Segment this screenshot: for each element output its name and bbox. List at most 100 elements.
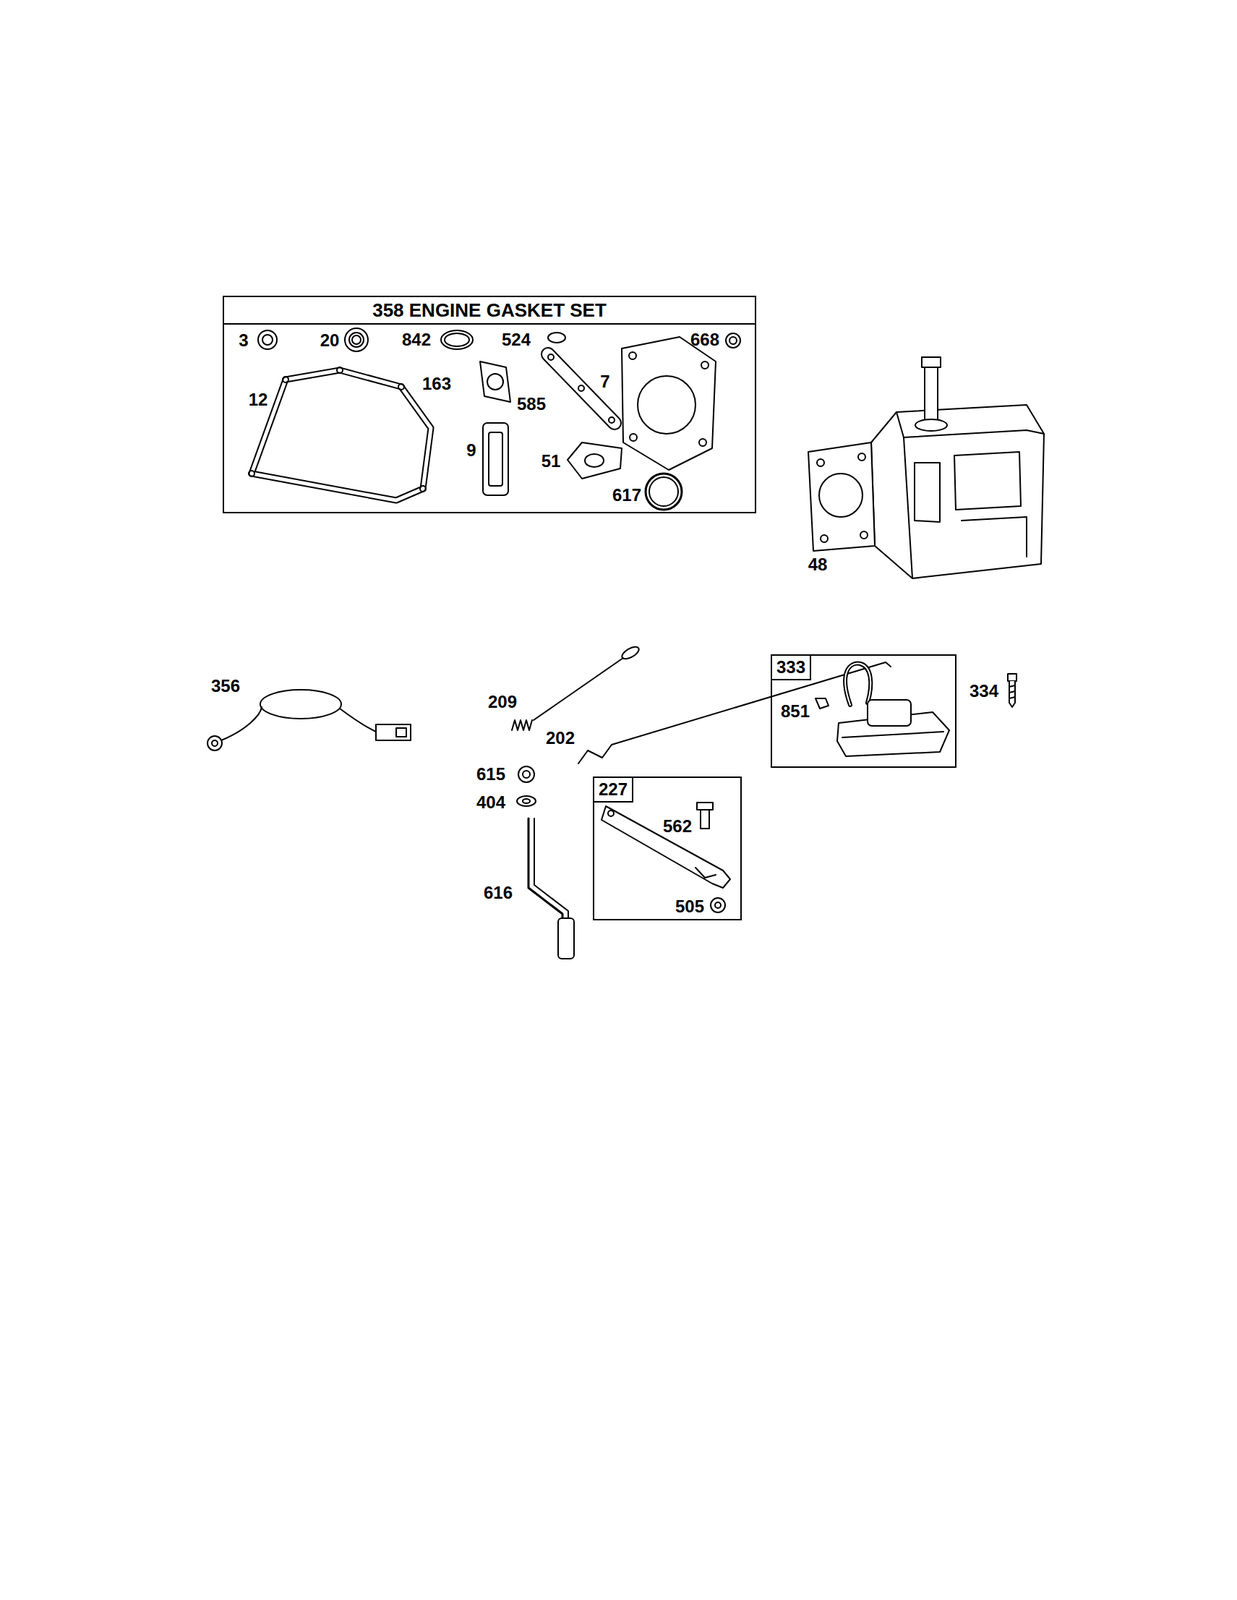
crankshaft	[924, 365, 938, 422]
head-gasket	[621, 336, 716, 470]
screw-head	[696, 802, 713, 810]
nut-hole	[715, 902, 721, 909]
cylinder-bore	[819, 473, 863, 517]
intake-gasket-core	[548, 354, 615, 423]
callout-number: 505	[675, 896, 705, 917]
callout-number: 851	[780, 701, 810, 722]
exhaust-gasket	[567, 442, 622, 479]
washer	[516, 795, 536, 807]
screw-thread	[1009, 685, 1016, 699]
governor-shaft-edge	[534, 818, 569, 920]
block-deck	[896, 412, 1044, 438]
callout-number: 48	[808, 554, 828, 575]
block-pocket	[914, 462, 940, 522]
wire-connector-slot	[396, 728, 407, 737]
callout-number: 51	[541, 451, 562, 472]
bolt-hole	[608, 417, 615, 423]
spring-rod	[533, 657, 624, 721]
block-edge	[903, 437, 913, 579]
o-ring-inner	[444, 333, 470, 347]
lever-hole	[608, 810, 614, 817]
governor-paddle	[558, 918, 575, 959]
engine-block	[871, 404, 1044, 579]
bolt-hole	[629, 433, 637, 442]
callout-number: 7	[600, 371, 610, 392]
crankcase-gasket-core	[251, 370, 431, 501]
carburetor-gasket-port	[487, 373, 504, 390]
bolt-hole	[398, 383, 405, 390]
wire-loop	[260, 689, 342, 719]
crank-seal-inner	[349, 332, 364, 348]
bolt-hole	[548, 354, 554, 361]
bolt-hole	[578, 385, 585, 392]
callout-number: 585	[516, 394, 546, 415]
callout-number: 20	[320, 330, 340, 351]
armature-coil	[867, 699, 911, 726]
callout-number: 617	[612, 485, 642, 506]
lever-slot	[695, 867, 716, 878]
wire	[221, 707, 262, 741]
callout-number: 524	[501, 329, 531, 350]
valve-seal	[725, 333, 741, 348]
callout-number: 334	[969, 681, 999, 702]
spring-coil	[511, 720, 533, 731]
spring-hook	[620, 644, 642, 661]
callout-number: 163	[422, 373, 452, 395]
block-rib	[961, 516, 1027, 557]
ring-terminal-hole	[211, 740, 218, 747]
wire-clip	[815, 698, 829, 709]
breather-gasket	[482, 422, 509, 496]
wire	[339, 708, 376, 732]
cylinder-face	[808, 442, 875, 551]
callout-number: 616	[483, 882, 513, 903]
callout-number: 562	[662, 816, 692, 837]
carburetor-gasket	[480, 361, 511, 402]
oil-seal-inner	[262, 334, 273, 345]
wire-connector	[375, 724, 411, 741]
nut	[710, 897, 726, 913]
bolt-hole	[858, 453, 866, 461]
ring-gasket-inner	[649, 477, 679, 507]
callout-number: 227	[594, 777, 634, 803]
kit-title: 358 ENGINE GASKET SET	[224, 297, 755, 325]
bolt-hole	[699, 438, 707, 447]
screw-shank	[1009, 681, 1016, 708]
head-gasket-bore	[637, 375, 696, 434]
crankshaft-flange	[915, 419, 948, 431]
callout-number: 12	[248, 389, 269, 410]
o-ring	[441, 330, 473, 350]
callout-number: 615	[476, 764, 506, 785]
crankcase-gasket	[251, 370, 431, 501]
callout-box: 227	[592, 776, 742, 921]
bolt-hole	[816, 459, 825, 467]
callout-number: 842	[401, 329, 431, 350]
callout-number: 3	[238, 330, 248, 351]
callout-number: 668	[690, 329, 720, 350]
bolt-hole	[282, 376, 289, 383]
nut-hole	[522, 770, 530, 778]
callout-number: 333	[772, 655, 812, 681]
kit-box: 358 ENGINE GASKET SET	[222, 295, 757, 514]
crank-seal-bore	[352, 335, 361, 345]
small-seal	[548, 332, 566, 343]
breather-gasket-opening	[488, 432, 503, 486]
crank-seal	[344, 328, 368, 352]
exhaust-gasket-port	[584, 454, 604, 468]
intake-gasket	[548, 354, 615, 423]
oil-seal	[258, 330, 277, 350]
lamination-line	[842, 731, 944, 738]
bolt-hole	[820, 534, 828, 543]
callout-number: 209	[488, 691, 517, 713]
washer-hole	[522, 798, 530, 804]
callout-number: 404	[476, 792, 506, 813]
screw-head	[1007, 673, 1017, 682]
nut	[518, 766, 535, 783]
ring-terminal	[207, 735, 222, 751]
bolt-hole	[701, 361, 709, 369]
bolt-hole	[420, 485, 426, 492]
bolt-hole	[860, 531, 868, 539]
governor-lever	[601, 806, 731, 888]
callout-number: 356	[211, 675, 241, 697]
ring-gasket	[645, 473, 682, 510]
